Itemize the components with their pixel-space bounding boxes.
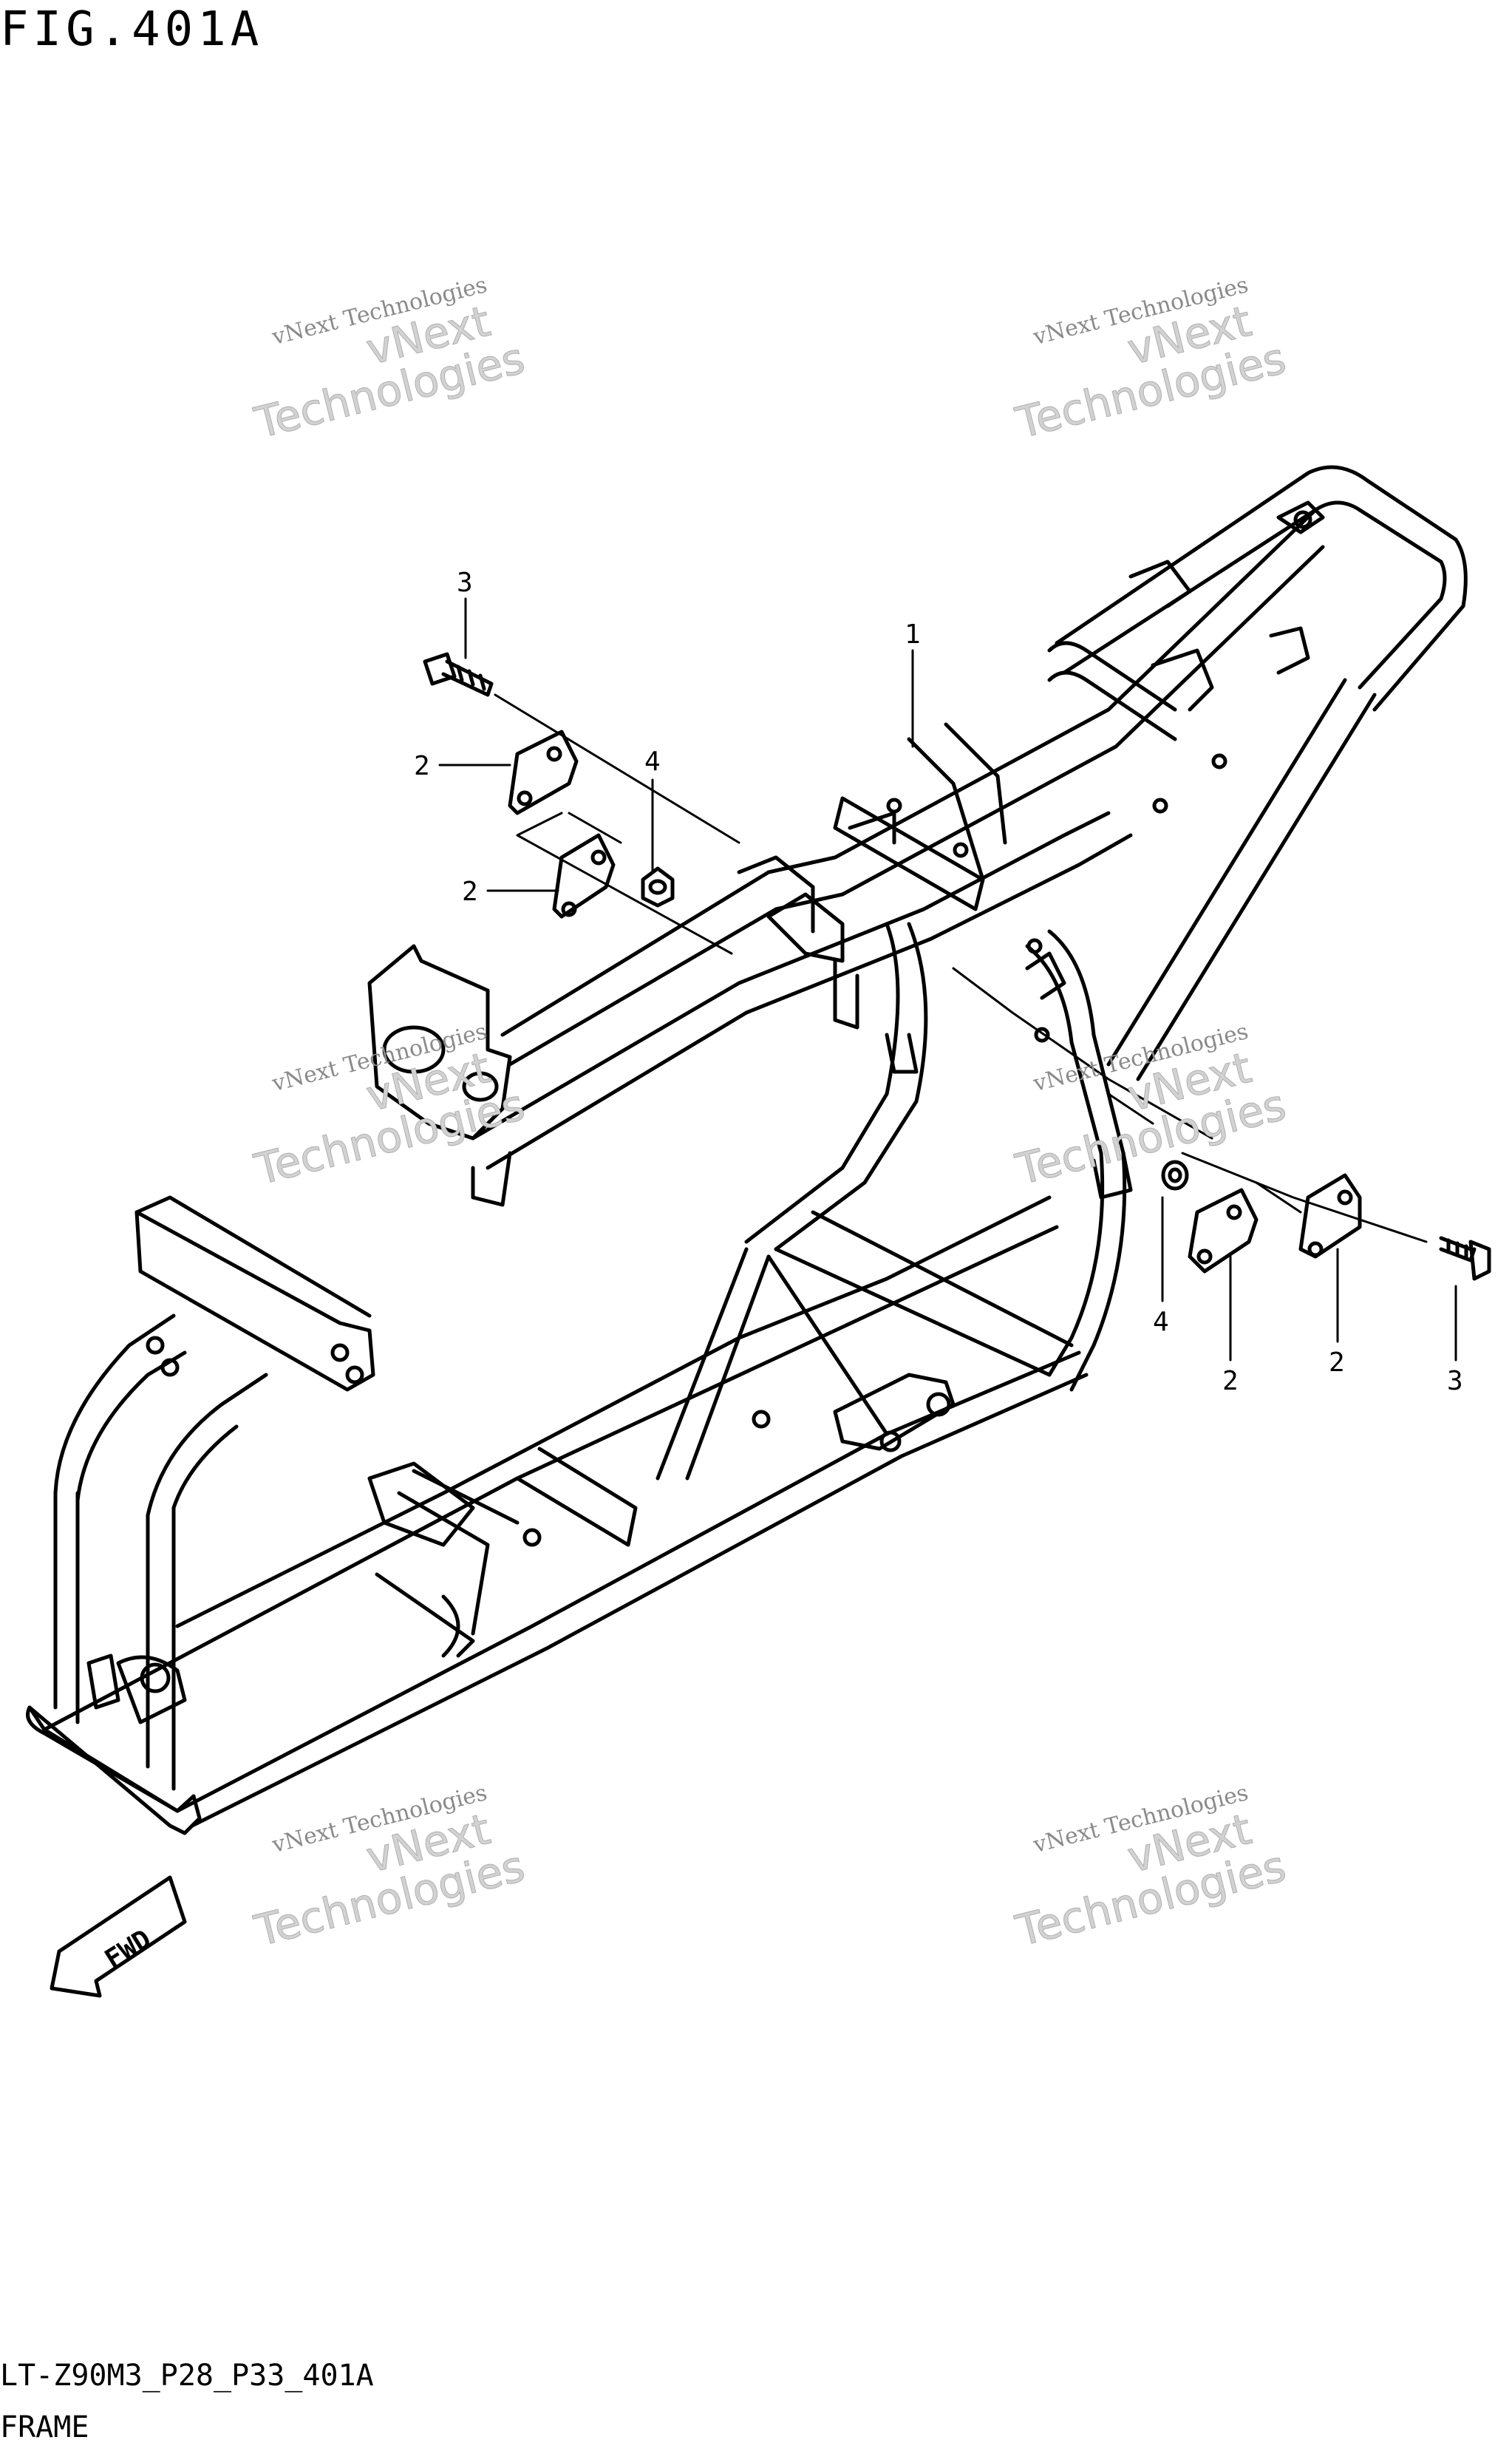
callout-bracket-upper-a: 2 — [414, 751, 430, 781]
callout-bolt-lower: 3 — [1447, 1366, 1463, 1396]
callout-nut-upper: 4 — [644, 747, 661, 777]
callout-bracket-lower-b: 2 — [1329, 1347, 1345, 1378]
frame-body — [26, 465, 1468, 1835]
bracket-lower-a — [1188, 1188, 1259, 1274]
figure-name: FRAME — [0, 2410, 89, 2444]
figure-code: LT-Z90M3_P28_P33_401A — [0, 2359, 374, 2393]
assembly-lines — [494, 693, 1428, 1243]
nut-upper — [641, 866, 675, 908]
bolt-lower — [1439, 1236, 1491, 1281]
nut-lower — [1161, 1160, 1189, 1191]
callout-bracket-upper-b: 2 — [462, 877, 478, 907]
fwd-arrow-icon — [50, 1875, 187, 1998]
callout-frame: 1 — [905, 619, 921, 650]
callout-nut-lower: 4 — [1153, 1307, 1169, 1337]
bracket-upper-b — [552, 833, 616, 919]
callout-bolt-upper: 3 — [457, 568, 473, 598]
bolt-upper — [423, 652, 494, 697]
bracket-upper-a — [508, 730, 579, 815]
figure-title: FIG.401A — [0, 2, 264, 57]
callout-bracket-lower-a: 2 — [1222, 1366, 1239, 1396]
bracket-lower-b — [1298, 1173, 1362, 1259]
leader-lines — [438, 597, 1457, 1362]
